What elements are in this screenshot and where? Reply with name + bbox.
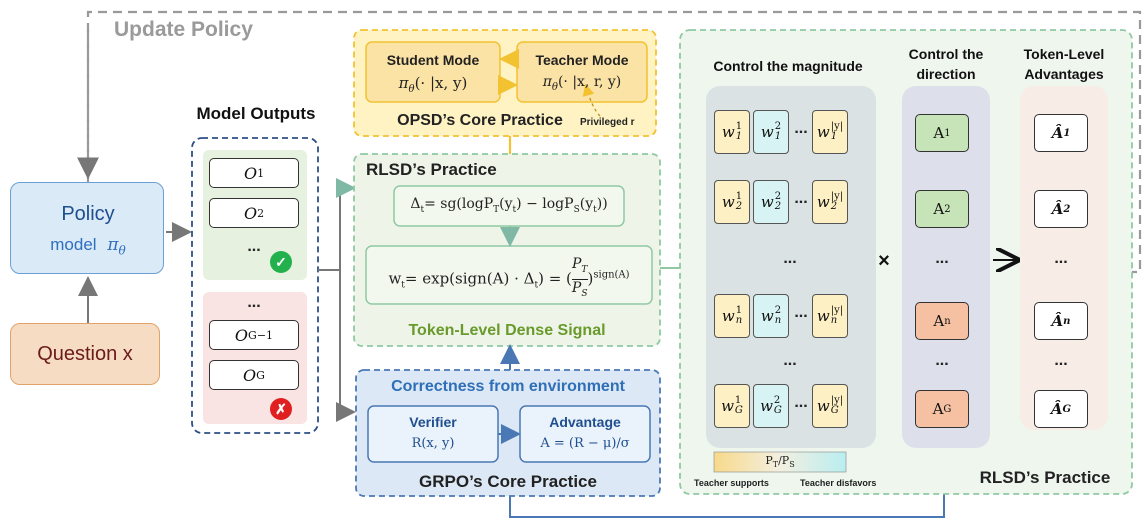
opsd-caption: OPSD’s Core Practice — [397, 112, 563, 129]
cross-icon: ✗ — [270, 398, 292, 420]
direction-ellipsis-low: ... — [935, 352, 949, 369]
check-icon: ✓ — [270, 251, 292, 273]
weight-row-ellipsis: ... — [794, 304, 808, 321]
weight-row-ellipsis: ... — [794, 394, 808, 411]
privileged-label: Privileged r — [580, 117, 635, 128]
outputs-ellipsis-top: ... — [247, 238, 261, 255]
direction-title-line1: Control the — [908, 46, 984, 62]
direction-ellipsis-mid: ... — [935, 250, 949, 267]
weight-row-ellipsis: ... — [794, 190, 808, 207]
theta-subscript: θ — [118, 243, 126, 258]
rlsd-caption: Token-Level Dense Signal — [408, 322, 606, 339]
advantage-title: Advantage — [549, 414, 621, 430]
legend-left-label: Teacher supports — [694, 478, 769, 488]
advantage-ellipsis-mid: ... — [1054, 250, 1068, 267]
weight-cell: w|y|1 — [812, 110, 848, 154]
right-rlsd-caption: RLSD’s Practice — [979, 468, 1111, 487]
grpo-env-title: Correctness from environment — [391, 378, 625, 395]
grpo-caption: GRPO’s Core Practice — [419, 472, 597, 491]
outputs-ellipsis-bottom: ... — [247, 294, 261, 311]
teacher-mode-formula: πθ(· |x, r, y) — [542, 74, 622, 93]
direction-title-line2: direction — [916, 66, 976, 82]
pi-symbol: π — [107, 235, 119, 255]
advantage-formula: A = (R − μ)/σ — [540, 436, 630, 451]
weight-cell: w|y|2 — [812, 180, 848, 224]
verifier-title: Verifier — [409, 414, 457, 430]
matrix-ellipsis-low: ... — [783, 352, 797, 369]
matrix-ellipsis-mid: ... — [783, 250, 797, 267]
student-mode-formula: πθ(· |x, y) — [398, 74, 468, 95]
policy-subtitle: model πθ — [11, 235, 165, 257]
teacher-mode-title: Teacher Mode — [535, 52, 629, 68]
legend-ratio: PT/PS — [765, 454, 795, 470]
weight-row-ellipsis: ... — [794, 120, 808, 137]
model-outputs-title: Model Outputs — [196, 104, 316, 123]
weight-cell: w|y|G — [812, 384, 848, 428]
question-label: Question x — [37, 342, 133, 365]
question-box: Question x — [10, 323, 160, 385]
magnitude-title: Control the magnitude — [713, 58, 863, 74]
policy-model-box: Policy model πθ — [10, 182, 164, 274]
student-mode-title: Student Mode — [386, 52, 480, 68]
advantages-title-line2: Advantages — [1024, 66, 1104, 82]
policy-title: Policy — [61, 203, 115, 225]
advantage-ellipsis-low: ... — [1054, 352, 1068, 369]
weight-cell: w|y|n — [812, 294, 848, 338]
times-symbol: × — [878, 250, 890, 272]
verifier-formula: R(x, y) — [411, 436, 455, 451]
legend-right-label: Teacher disfavors — [800, 478, 877, 488]
rlsd-title: RLSD’s Practice — [366, 160, 497, 179]
update-policy-label: Update Policy — [114, 18, 253, 41]
advantages-title-line1: Token-Level — [1023, 46, 1105, 62]
delta-formula: Δt= sg(logPT(yt) − logPS(yt)) — [410, 196, 608, 215]
policy-subtitle-text: model — [50, 235, 97, 254]
